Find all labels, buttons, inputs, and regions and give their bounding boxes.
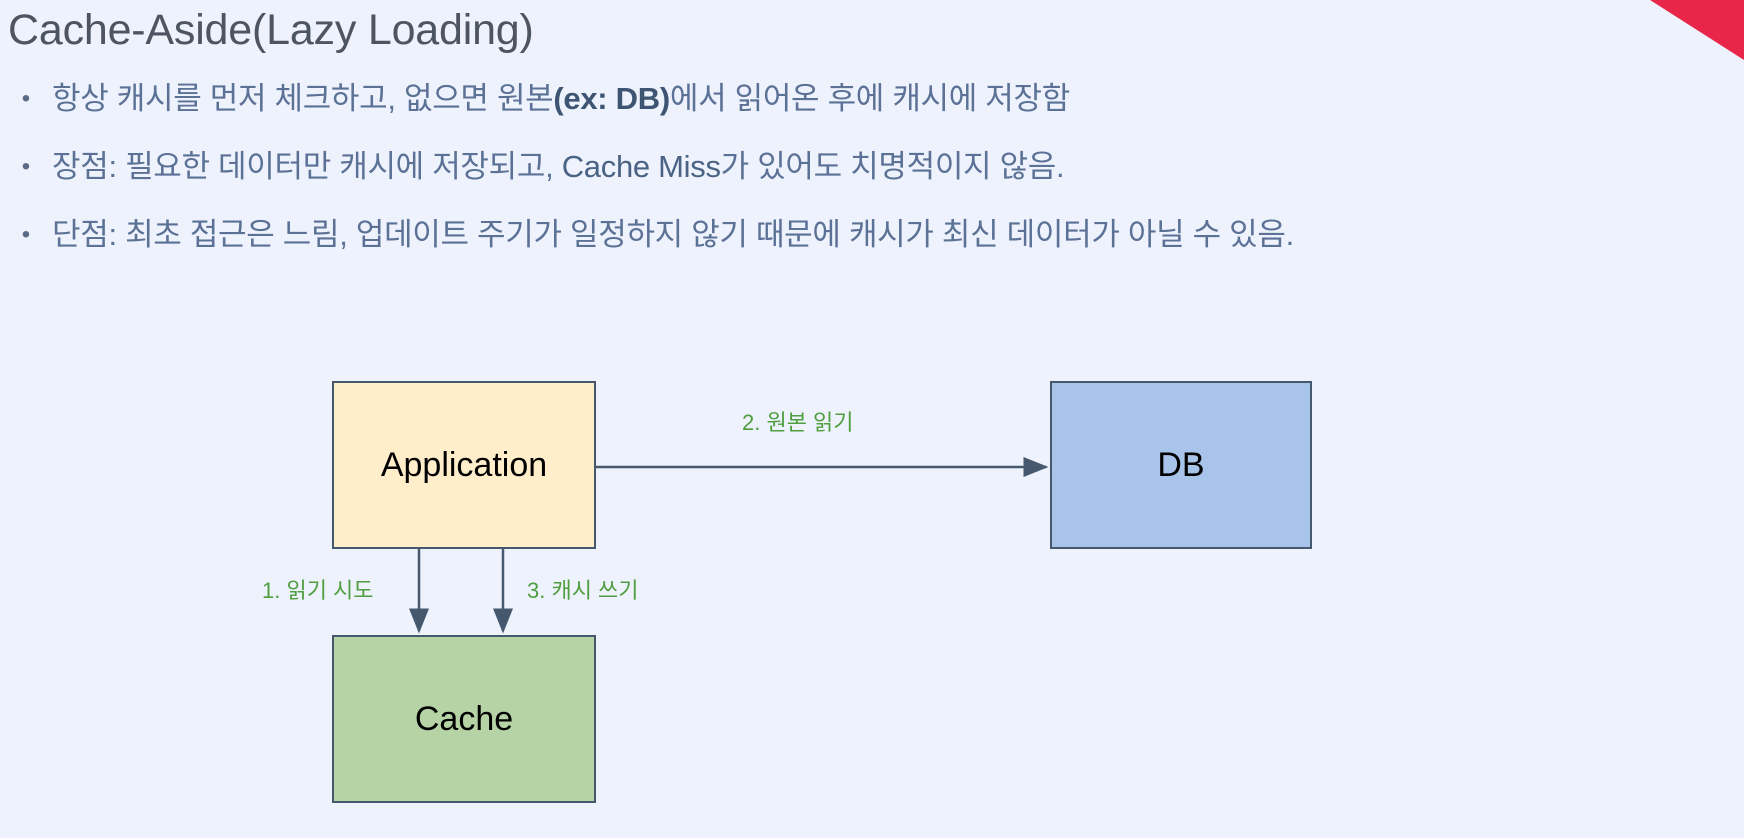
diagram-node-application: Application	[332, 381, 596, 549]
bullet-segment: 에서 읽어온 후에 캐시에 저장함	[669, 81, 1070, 116]
page-title: Cache-Aside(Lazy Loading)	[8, 6, 534, 54]
list-item: • 항상 캐시를 먼저 체크하고, 없으면 원본(ex: DB)에서 읽어온 후…	[0, 76, 1600, 122]
diagram-node-db: DB	[1050, 381, 1312, 549]
list-item: • 장점: 필요한 데이터만 캐시에 저장되고, Cache Miss가 있어도…	[0, 144, 1600, 190]
bullet-text: 장점: 필요한 데이터만 캐시에 저장되고, Cache Miss가 있어도 치…	[52, 144, 1065, 190]
bullet-text: 항상 캐시를 먼저 체크하고, 없으면 원본(ex: DB)에서 읽어온 후에 …	[52, 76, 1070, 122]
bullet-segment: 장점: 필요한 데이터만 캐시에 저장되고,	[52, 149, 562, 184]
edge-label-read-try: 1. 읽기 시도	[262, 578, 374, 603]
diagram-node-cache: Cache	[332, 635, 596, 803]
bullet-marker-icon: •	[21, 85, 31, 112]
bullet-marker-icon: •	[21, 153, 31, 180]
edge-label-cache-write: 3. 캐시 쓰기	[527, 578, 639, 603]
bullet-segment: 항상 캐시를 먼저 체크하고, 없으면 원본	[52, 81, 554, 116]
edge-label-read-origin: 2. 원본 읽기	[742, 410, 854, 435]
bullet-segment: 가 있어도 치명적이지 않음.	[720, 149, 1065, 184]
bullet-text: 단점: 최초 접근은 느림, 업데이트 주기가 일정하지 않기 때문에 캐시가 …	[52, 217, 1294, 252]
bullet-segment-term: Cache Miss	[561, 149, 721, 184]
bullet-segment-emphasis: (ex: DB)	[553, 81, 670, 116]
bullet-list: • 항상 캐시를 먼저 체크하고, 없으면 원본(ex: DB)에서 읽어온 후…	[0, 76, 1600, 280]
bullet-marker-icon: •	[21, 221, 31, 248]
list-item: • 단점: 최초 접근은 느림, 업데이트 주기가 일정하지 않기 때문에 캐시…	[0, 212, 1600, 258]
corner-accent-triangle	[1650, 0, 1744, 60]
